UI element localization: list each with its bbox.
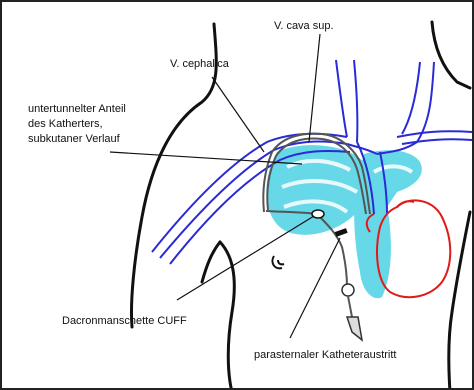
leader-vena-cava	[309, 34, 320, 142]
label-tunnel-line2: des Katherters,	[28, 118, 103, 130]
leader-cephalica	[212, 77, 264, 152]
catheter-clamp	[342, 284, 354, 296]
label-cuff: Dacronmanschette CUFF	[62, 315, 187, 327]
leader-exit	[290, 238, 340, 338]
label-vena-cava: V. cava sup.	[274, 20, 334, 32]
exit-site-marker	[335, 228, 348, 237]
label-vena-cephalica: V. cephalica	[170, 58, 230, 70]
label-exit: parasternaler Katheteraustritt	[254, 349, 396, 361]
catheter-tip	[347, 317, 362, 340]
nipple-mark	[272, 256, 284, 268]
chest-fold	[220, 242, 234, 390]
label-tunnel-line3: subkutaner Verlauf	[28, 133, 121, 145]
leader-cuff	[177, 216, 314, 300]
armpit-line	[202, 242, 220, 282]
catheter-lower	[348, 296, 352, 317]
right-neck-line	[432, 22, 470, 88]
right-body-line	[449, 212, 470, 390]
label-tunnel-line1: untertunnelter Anteil	[28, 103, 126, 115]
leader-tunnel	[110, 152, 302, 164]
